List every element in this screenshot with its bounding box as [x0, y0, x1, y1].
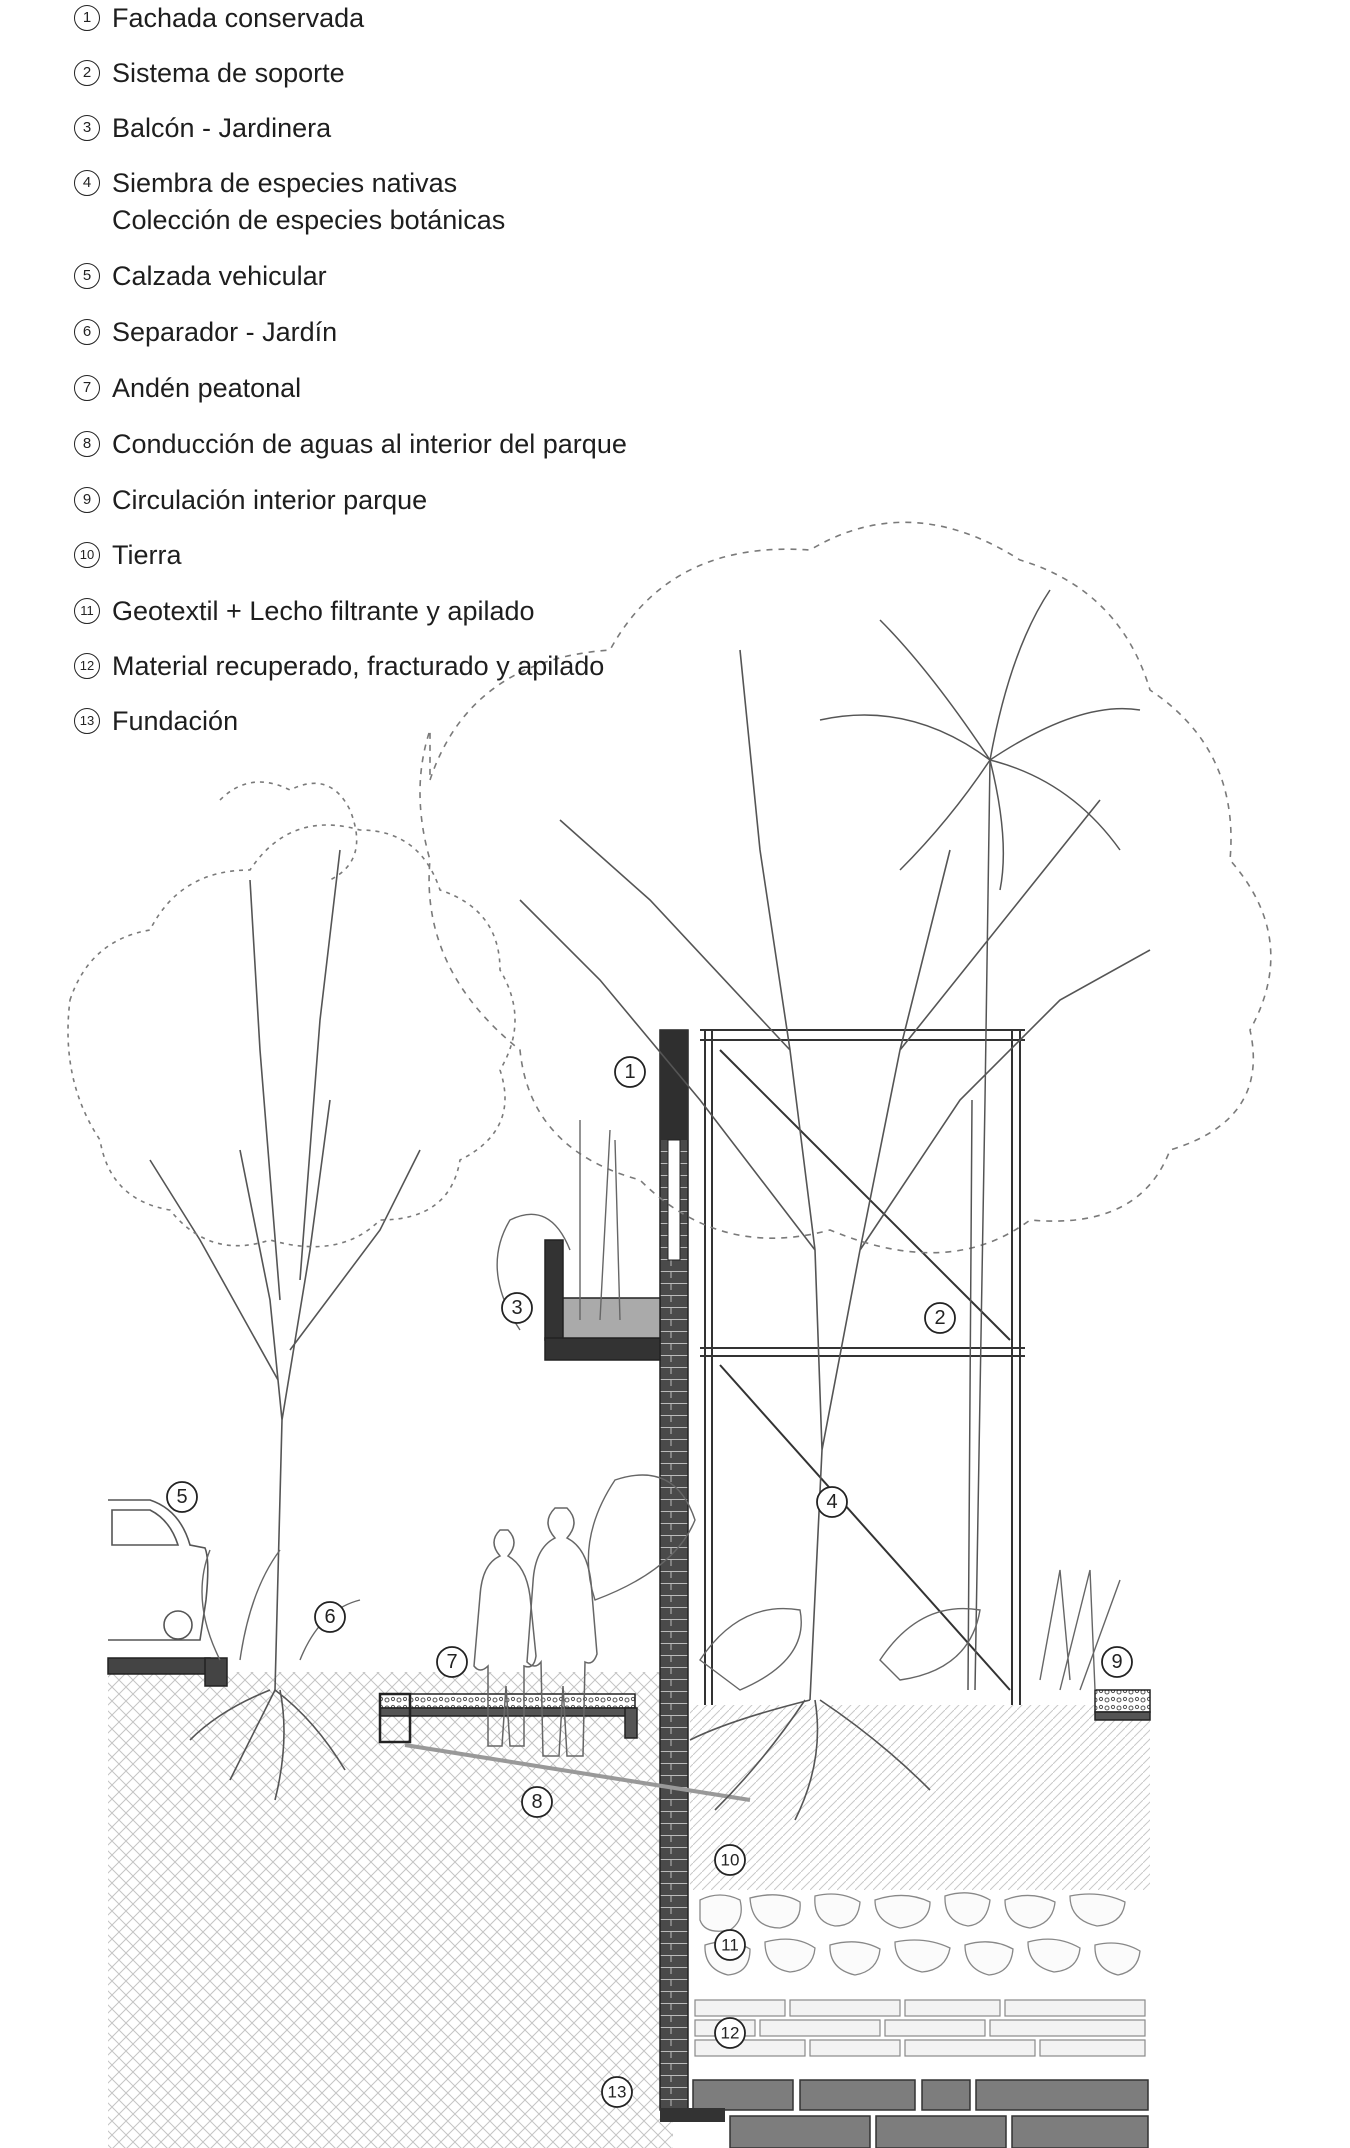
legend-item: 5 Calzada vehicular [74, 258, 327, 295]
callout-5: 5 [166, 1481, 198, 1513]
legend-label: Material recuperado, fracturado y apilad… [112, 651, 605, 681]
filter-stone-layer [690, 1890, 1150, 1990]
callout-8: 8 [521, 1786, 553, 1818]
legend-number: 6 [74, 319, 100, 345]
people-silhouettes [473, 1507, 598, 1757]
legend-label: Separador - Jardín [112, 317, 338, 347]
svg-text:7: 7 [446, 1651, 457, 1673]
balcony-planter [544, 1239, 661, 1361]
legend-number: 3 [74, 115, 100, 141]
callout-9: 9 [1101, 1646, 1133, 1678]
legend-item: 1 Fachada conservada [74, 0, 364, 37]
callout-4: 4 [816, 1486, 848, 1518]
legend-label: Tierra [112, 540, 182, 570]
legend-label: Balcón - Jardinera [112, 113, 332, 143]
legend-item: 9 Circulación interior parque [74, 482, 427, 519]
legend-item: 10 Tierra [74, 537, 182, 574]
legend-label: Colección de especies botánicas [112, 205, 506, 235]
callout-2: 2 [924, 1302, 956, 1334]
legend-label: Circulación interior parque [112, 485, 428, 515]
svg-text:12: 12 [721, 2024, 740, 2043]
legend-item: 7 Andén peatonal [74, 370, 301, 407]
support-frame [700, 1029, 1025, 1705]
svg-text:8: 8 [531, 1791, 542, 1813]
callout-7: 7 [436, 1646, 468, 1678]
legend-number: 13 [74, 708, 100, 734]
legend-number: 5 [74, 263, 100, 289]
foundation-blocks [692, 2079, 1149, 2148]
legend-number: 12 [74, 653, 100, 679]
legend-item: 2 Sistema de soporte [74, 55, 345, 92]
legend-label: Fundación [112, 706, 239, 736]
car [108, 1499, 209, 1641]
legend-label: Conducción de aguas al interior del parq… [112, 429, 627, 459]
legend-number: 11 [74, 598, 100, 624]
legend-item: 11 Geotextil + Lecho filtrante y apilado [74, 593, 535, 630]
callout-12: 12 [714, 2017, 746, 2049]
legend-item: 13 Fundación [74, 703, 238, 740]
legend-number: 7 [74, 375, 100, 401]
ground-soil-left [108, 1672, 673, 2148]
legend-label: Andén peatonal [112, 373, 302, 403]
soil-tierra [690, 1705, 1150, 1890]
palm-tree [819, 589, 1141, 1691]
legend-label: Geotextil + Lecho filtrante y apilado [112, 596, 535, 626]
legend-number: 9 [74, 487, 100, 513]
understory-plants [201, 1120, 1121, 1691]
legend-item: 12 Material recuperado, fracturado y apil… [74, 648, 604, 685]
svg-text:11: 11 [721, 1936, 739, 1955]
svg-text:13: 13 [608, 2083, 627, 2102]
callout-1: 1 [614, 1056, 646, 1088]
svg-text:5: 5 [176, 1486, 187, 1508]
callout-6: 6 [314, 1601, 346, 1633]
legend-number: 2 [74, 60, 100, 86]
legend-label: Fachada conservada [112, 3, 365, 33]
callout-13: 13 [601, 2076, 633, 2108]
callout-11: 11 [714, 1929, 746, 1961]
legend-item: 8 Conducción de aguas al interior del par… [74, 426, 627, 463]
stacked-material-layer [690, 1995, 1150, 2075]
callout-3: 3 [501, 1292, 533, 1324]
svg-text:3: 3 [511, 1297, 522, 1319]
legend-label: Sistema de soporte [112, 58, 345, 88]
legend-item: 3 Balcón - Jardinera [74, 110, 331, 147]
legend-label: Siembra de especies nativas [112, 168, 458, 198]
legend-number: 1 [74, 5, 100, 31]
svg-text:9: 9 [1111, 1651, 1122, 1673]
callout-10: 10 [714, 1844, 746, 1876]
legend-number: 4 [74, 170, 100, 196]
svg-text:10: 10 [721, 1851, 740, 1870]
water-pipe [404, 1743, 751, 1802]
legend-number: 10 [74, 542, 100, 568]
svg-text:4: 4 [826, 1491, 837, 1513]
street-tree [67, 781, 516, 1801]
canopy-tree [419, 521, 1272, 1821]
legend-label: Calzada vehicular [112, 261, 327, 291]
legend-item: 6 Separador - Jardín [74, 314, 337, 351]
svg-text:6: 6 [324, 1606, 335, 1628]
svg-text:2: 2 [934, 1307, 945, 1329]
legend-number: 8 [74, 431, 100, 457]
svg-text:1: 1 [624, 1061, 635, 1083]
